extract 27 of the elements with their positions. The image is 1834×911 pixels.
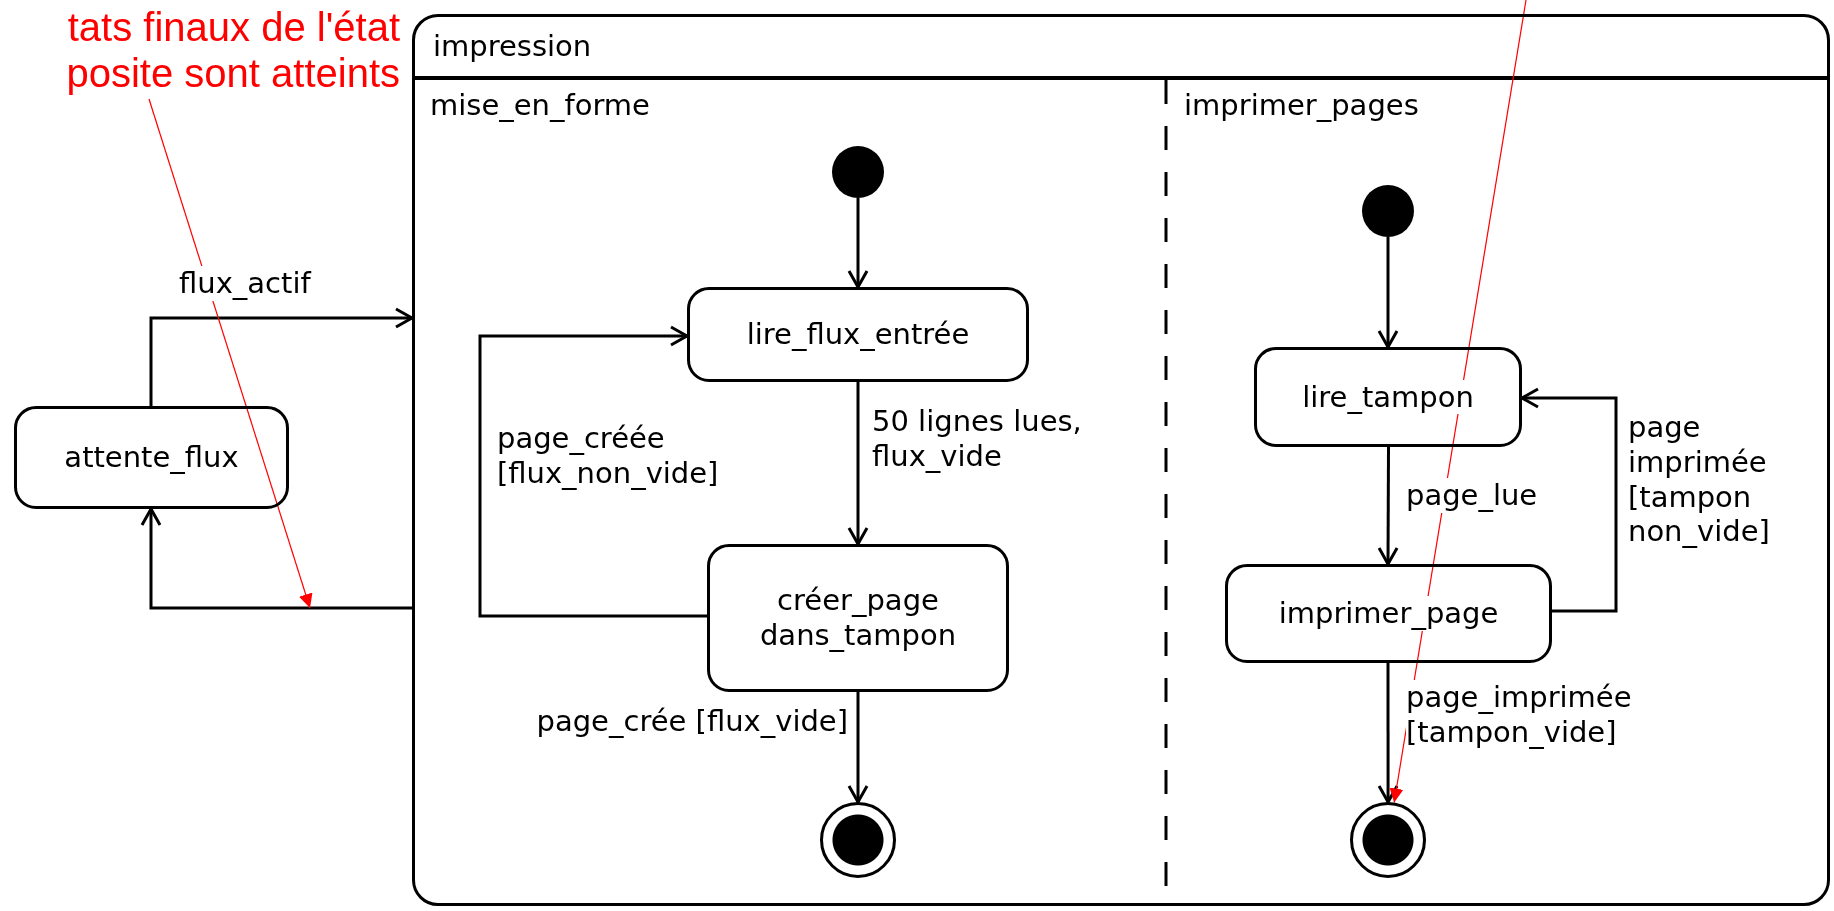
state-box	[14, 406, 289, 509]
state-name: lire_tampon	[1302, 379, 1474, 415]
region-name: mise_en_forme	[430, 88, 650, 123]
transition-arrow	[847, 382, 869, 546]
transition-label: page_lue	[1406, 478, 1538, 513]
initial-state	[1362, 185, 1414, 237]
composite-state-name: impression	[433, 29, 592, 64]
transition-arrow	[140, 507, 412, 610]
transition-arrow	[1377, 663, 1399, 804]
transition-arrow	[478, 325, 707, 618]
transition-arrow	[1520, 387, 1618, 613]
state-box	[707, 544, 1009, 692]
leader-line	[148, 98, 313, 609]
transition-arrow	[1377, 237, 1399, 349]
transition-arrow	[149, 307, 414, 406]
state-box	[687, 287, 1029, 382]
transition-arrow	[847, 198, 869, 289]
annotation-text: tats finaux de l'état posite sont atteints	[65, 4, 400, 96]
initial-state	[832, 146, 884, 198]
transition-arrow	[1377, 447, 1399, 566]
state-name: imprimer_page	[1278, 596, 1499, 631]
state-box	[1254, 347, 1522, 447]
state-box	[1225, 564, 1552, 663]
transition-label: flux_actif	[179, 266, 311, 301]
region-name: imprimer_pages	[1184, 88, 1419, 123]
transition-arrow	[847, 692, 869, 804]
state-name: lire_flux_entrée	[746, 317, 970, 352]
